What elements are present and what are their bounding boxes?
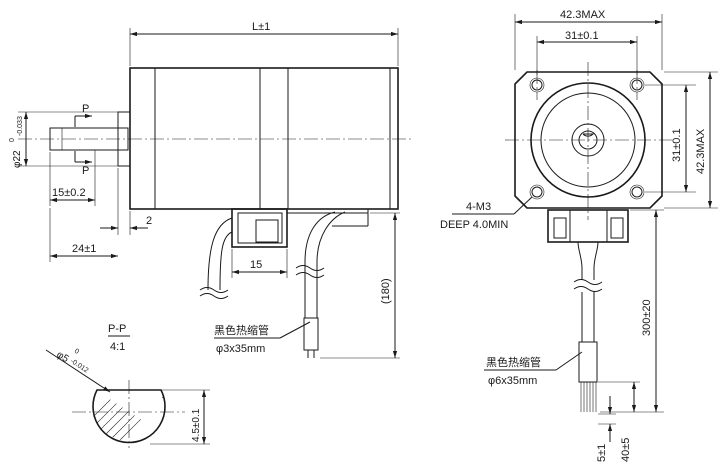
front-cable <box>573 241 603 412</box>
dim-flange-thickness: 2 <box>100 168 152 235</box>
section-flat-label: 4.5±0.1 <box>191 408 202 442</box>
shaft-length-label: 24±1 <box>72 243 96 255</box>
thread-callout: 4-M3 DEEP 4.0MIN <box>440 196 533 231</box>
front-connector <box>547 209 629 243</box>
side-heatshrink-callout: 黑色热缩管 φ3x35mm <box>214 321 311 355</box>
dim-cable-length: 300±20 <box>600 209 664 413</box>
tin-length-label: 40±5 <box>620 438 632 462</box>
shaft-diameter-label: φ22 <box>12 150 23 168</box>
cable-length-label: 300±20 <box>641 299 653 336</box>
section-shape <box>92 389 166 444</box>
front-height-label: 42.3MAX <box>695 128 707 174</box>
dim-connector-width: 15 <box>231 249 288 278</box>
section-tol-upper: 0 <box>73 348 80 356</box>
side-cable-left <box>199 217 233 299</box>
front-heatshrink-size: φ6x35mm <box>488 375 537 387</box>
hole-spacing-h-label: 31±0.1 <box>565 30 599 42</box>
front-body <box>514 71 663 209</box>
section-title: P-P <box>108 323 126 335</box>
shaft-tol-lower: -0.033 <box>17 116 24 136</box>
dim-strip-length: 5±1 <box>596 396 616 462</box>
dim-tin-length: 40±5 <box>598 381 640 462</box>
thread-depth-label: DEEP 4.0MIN <box>440 219 508 231</box>
dim-hole-spacing-h: 31±0.1 <box>536 30 638 75</box>
flange-thickness-label: 2 <box>146 215 152 227</box>
section-scale: 4:1 <box>110 341 125 353</box>
dim-flat-length: 15±0.2 <box>49 150 96 206</box>
thread-label: 4-M3 <box>466 201 491 213</box>
side-connector <box>231 208 369 248</box>
length-label: L±1 <box>252 21 270 33</box>
front-view: 42.3MAX 31±0.1 31±0.1 42.3MAX 4-M3 <box>440 9 718 462</box>
side-heatshrink-title: 黑色热缩管 <box>214 323 269 337</box>
hole-spacing-v-label: 31±0.1 <box>671 128 683 162</box>
side-heatshrink-size: φ3x35mm <box>216 343 265 355</box>
section-p-bottom-label: P <box>82 165 89 177</box>
section-p-top-label: P <box>82 103 89 115</box>
dim-shaft-diameter: φ22 0 -0.033 <box>9 111 118 168</box>
dim-front-height: 42.3MAX <box>664 71 718 209</box>
dim-shaft-length: 24±1 <box>49 208 118 262</box>
flat-length-label: 15±0.2 <box>52 187 86 199</box>
side-cable-right <box>295 211 346 358</box>
connector-width-label: 15 <box>250 259 262 271</box>
dim-hole-spacing-v: 31±0.1 <box>645 84 696 193</box>
shaft-tol-upper: 0 <box>9 138 16 142</box>
dim-length: L±1 <box>129 21 399 66</box>
dim-lead-length: (180) <box>320 212 400 359</box>
front-heatshrink-title: 黑色热缩管 <box>486 355 541 369</box>
front-width-label: 42.3MAX <box>560 9 606 21</box>
side-body <box>129 67 399 210</box>
section-marker-p: P P <box>74 103 92 177</box>
section-view: P-P 4:1 φ5 0 -0.012 4.5±0.1 <box>45 323 210 448</box>
strip-length-label: 5±1 <box>596 444 608 462</box>
lead-length-label: (180) <box>380 278 392 304</box>
side-view: P P L±1 φ22 0 -0.033 15±0.2 <box>9 21 412 359</box>
dim-front-width: 42.3MAX <box>514 9 663 70</box>
front-heatshrink-callout: 黑色热缩管 φ6x35mm <box>484 351 583 387</box>
